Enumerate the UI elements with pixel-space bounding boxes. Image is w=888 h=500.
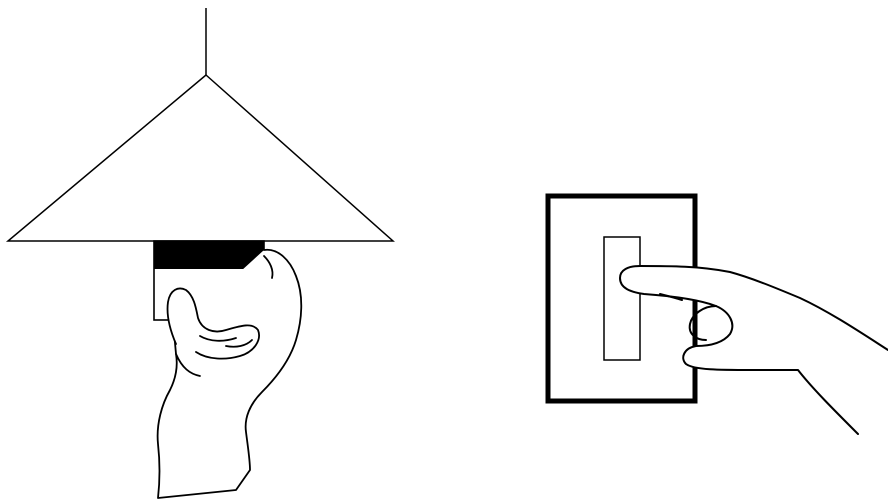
rocker-switch [604, 237, 640, 360]
wall-switch-figure [548, 196, 888, 434]
card-magnetic-stripe [154, 241, 264, 269]
lamp-shade [8, 75, 393, 241]
lamp-card-figure [8, 8, 393, 498]
